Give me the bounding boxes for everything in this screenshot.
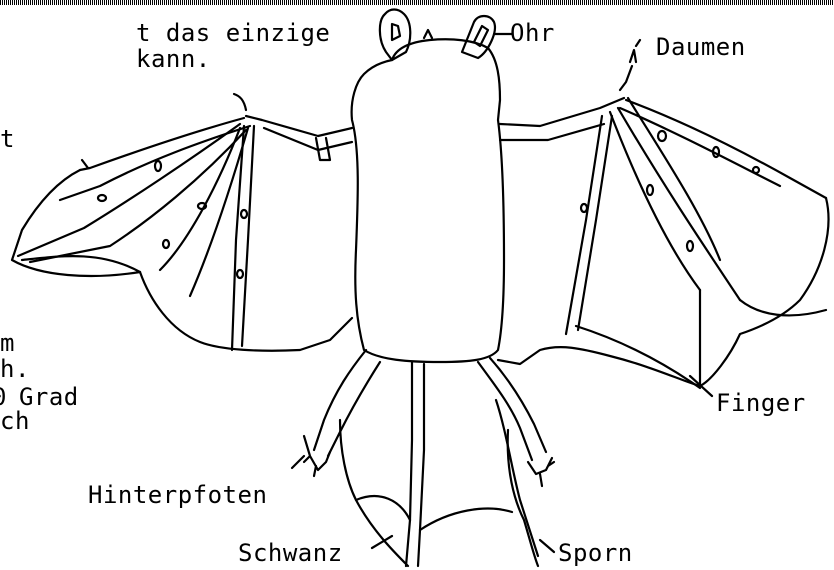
tail-membrane-r bbox=[508, 430, 538, 566]
left-leg-2 bbox=[328, 362, 380, 456]
left-ear-inner bbox=[392, 24, 400, 40]
left-finger-2b bbox=[30, 130, 246, 262]
right-finger-4 bbox=[628, 98, 720, 260]
tail-membrane-3 bbox=[420, 509, 512, 530]
left-finger-4b bbox=[242, 126, 254, 346]
body bbox=[352, 39, 504, 362]
hinterpfoten-pointer bbox=[292, 456, 304, 468]
ear-tuft bbox=[424, 30, 432, 38]
right-thumb bbox=[620, 50, 636, 90]
right-wing-edge bbox=[498, 198, 828, 386]
sporn-pointer bbox=[540, 540, 554, 552]
right-foot bbox=[528, 458, 554, 486]
left-wing-edge bbox=[12, 170, 352, 351]
daumen-pointer bbox=[636, 40, 640, 46]
tail-inner bbox=[356, 496, 410, 520]
left-forearm bbox=[246, 116, 352, 136]
left-finger-1 bbox=[80, 118, 244, 170]
right-finger-3 bbox=[566, 116, 602, 334]
right-forearm bbox=[500, 98, 624, 126]
tail-bone bbox=[406, 362, 412, 566]
right-finger-2 bbox=[618, 108, 740, 300]
right-forearm-2 bbox=[500, 124, 604, 140]
tail-bone-2 bbox=[418, 364, 424, 566]
left-thumb bbox=[234, 94, 246, 110]
right-finger-3b bbox=[578, 116, 612, 330]
right-finger-1 bbox=[626, 100, 826, 198]
right-finger-1b bbox=[620, 108, 780, 186]
tail-membrane bbox=[340, 420, 408, 566]
